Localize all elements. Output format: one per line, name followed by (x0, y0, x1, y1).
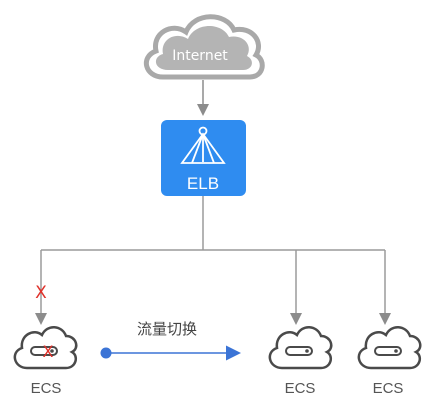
ecs-node-1-icon (13, 326, 78, 370)
ecs-node-3-icon (357, 326, 422, 370)
elb-box (161, 120, 246, 196)
traffic-switch-arrow (100, 345, 241, 361)
internet-cloud-icon (143, 14, 265, 80)
path-failure-mark: X (35, 283, 47, 303)
load-balancer-icon (180, 126, 226, 164)
ecs-2-label: ECS (284, 380, 316, 397)
ecs-node-2-icon (268, 326, 333, 370)
distribution-lines (35, 196, 391, 325)
elb-label: ELB (187, 174, 219, 193)
traffic-switch-label: 流量切换 (137, 320, 198, 338)
ecs-1-failure-mark: X (43, 342, 54, 361)
internet-label: Internet (172, 48, 228, 64)
ecs-1-label: ECS (30, 380, 62, 397)
ecs-3-label: ECS (372, 380, 404, 397)
